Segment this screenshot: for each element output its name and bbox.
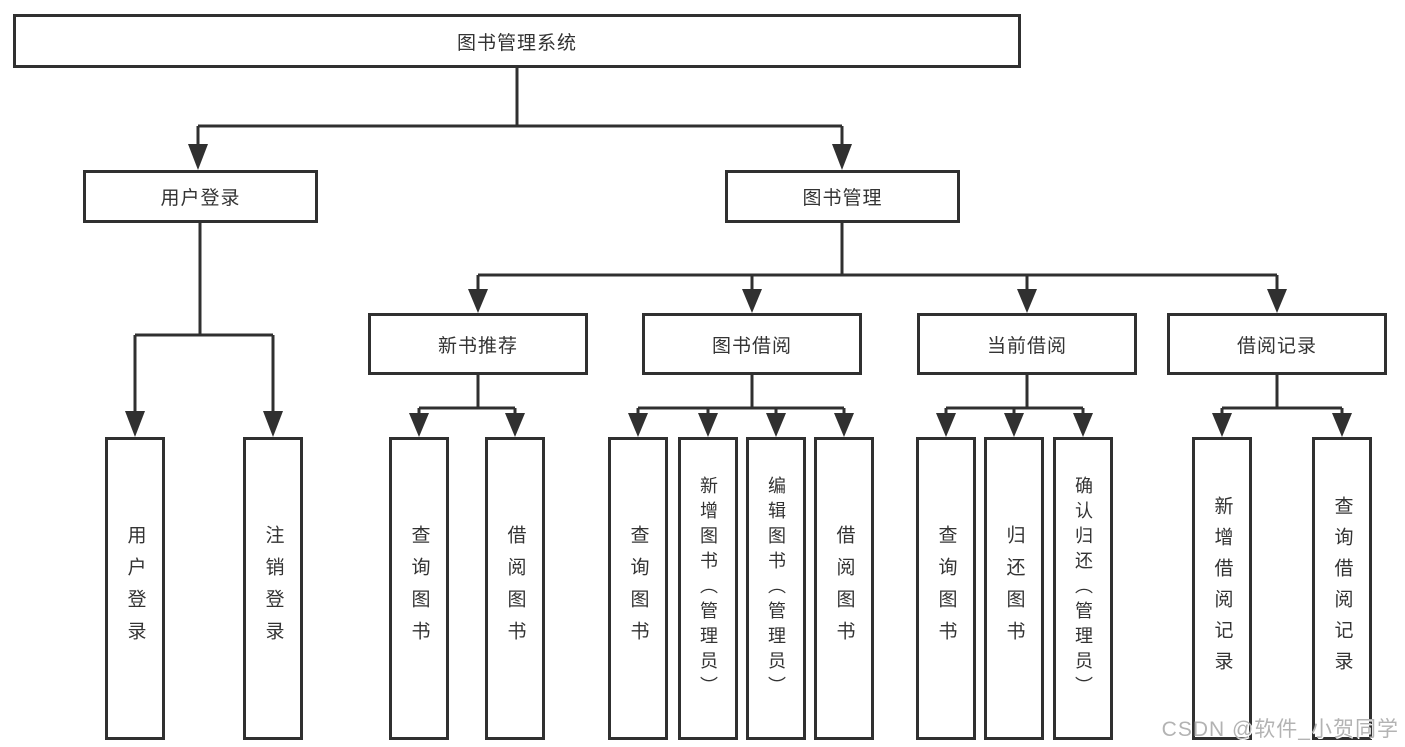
node-library-management-system: 图书管理系统 [13, 14, 1021, 68]
node-leaf-add-borrow-record: 新增借阅记录 [1192, 437, 1252, 740]
node-book-management: 图书管理 [725, 170, 960, 223]
node-current-borrow: 当前借阅 [917, 313, 1137, 375]
node-leaf-query-books-current: 查询图书 [916, 437, 976, 740]
node-borrow-records: 借阅记录 [1167, 313, 1387, 375]
node-new-book-recommend: 新书推荐 [368, 313, 588, 375]
node-leaf-confirm-return-admin: 确认归还（管理员） [1053, 437, 1113, 740]
node-leaf-query-books-recommend: 查询图书 [389, 437, 449, 740]
node-leaf-user-login: 用户登录 [105, 437, 165, 740]
node-leaf-add-books-admin: 新增图书（管理员） [678, 437, 738, 740]
node-user-login: 用户登录 [83, 170, 318, 223]
node-leaf-borrow-books: 借阅图书 [814, 437, 874, 740]
arrowhead-icons [125, 144, 1352, 437]
node-leaf-edit-books-admin: 编辑图书（管理员） [746, 437, 806, 740]
node-leaf-logout: 注销登录 [243, 437, 303, 740]
node-leaf-query-books-borrow: 查询图书 [608, 437, 668, 740]
node-book-borrow: 图书借阅 [642, 313, 862, 375]
node-leaf-return-books: 归还图书 [984, 437, 1044, 740]
node-leaf-query-borrow-record: 查询借阅记录 [1312, 437, 1372, 740]
csdn-watermark: CSDN @软件_小贺同学 [1161, 718, 1399, 741]
node-leaf-borrow-books-recommend: 借阅图书 [485, 437, 545, 740]
